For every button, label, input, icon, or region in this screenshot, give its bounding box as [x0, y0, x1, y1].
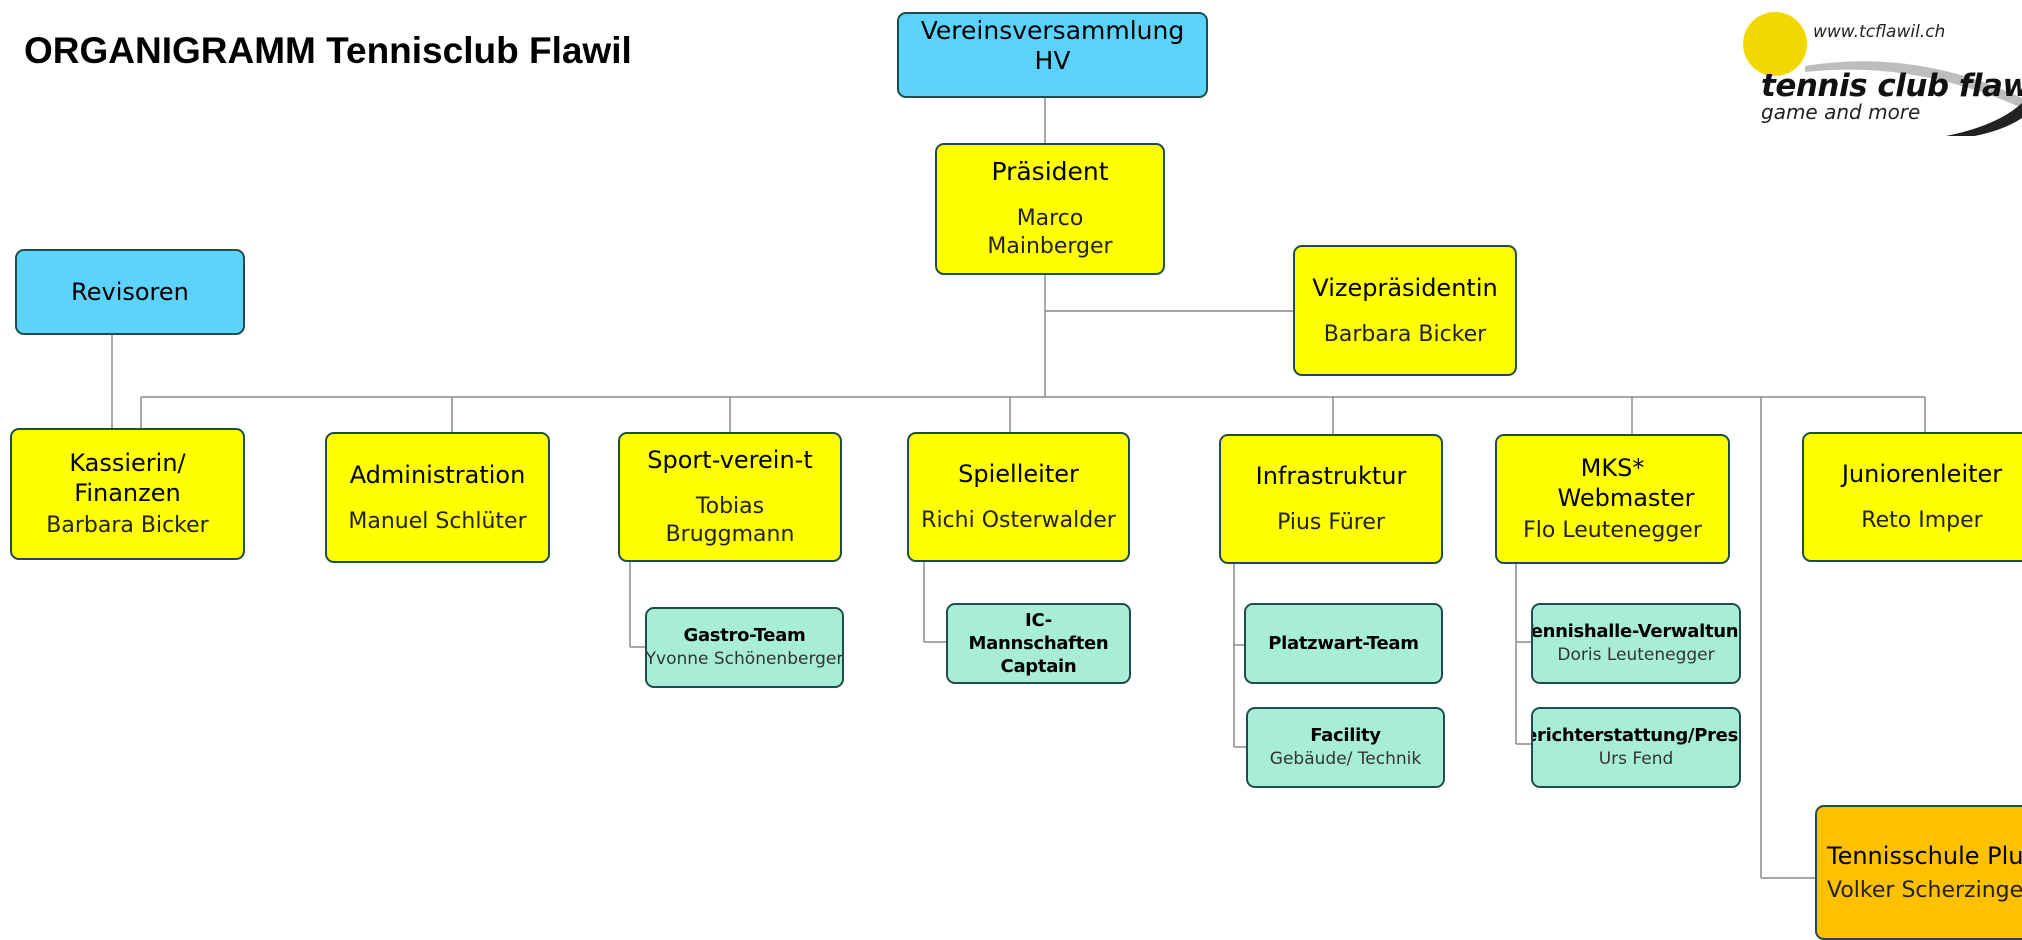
box-title: MKS* Webmaster [1557, 454, 1695, 512]
box-title: Kassierin/ Finanzen [69, 449, 186, 507]
logo-swoosh [1805, 61, 2022, 136]
box-gastro-team: Gastro-Team Yvonne Schönenberger [645, 607, 844, 688]
box-title: Sport-verein-t [647, 446, 813, 474]
box-praesident: Präsident Marco Mainberger [935, 143, 1165, 275]
box-title: Administration [349, 460, 526, 489]
box-title: Tennishalle-Verwaltung [1531, 621, 1741, 642]
box-title: Juniorenleiter [1841, 460, 2003, 488]
box-title: Infrastruktur [1255, 462, 1407, 490]
box-berichterstattung-presse: Berichterstattung/Presse Urs Fend [1531, 707, 1741, 788]
box-title: Berichterstattung/Presse [1533, 725, 1739, 746]
box-person: Volker Scherzinger [1827, 877, 2022, 903]
club-logo: www.tcflawil.ch tennis club flawil game … [1735, 8, 2022, 136]
box-title: Tennisschule Plus [1827, 841, 2022, 870]
box-infrastruktur: Infrastruktur Pius Fürer [1219, 434, 1443, 564]
box-person: Flo Leutenegger [1523, 518, 1702, 543]
box-vereinsversammlung: Vereinsversammlung HV [897, 12, 1208, 98]
box-platzwart-team: Platzwart-Team [1244, 603, 1443, 684]
box-title: Facility [1310, 725, 1381, 746]
box-title: Spielleiter [958, 460, 1079, 488]
box-mks-webmaster: MKS* Webmaster Flo Leutenegger [1495, 434, 1730, 564]
box-revisoren: Revisoren [15, 249, 245, 335]
box-person: Reto Imper [1861, 508, 1983, 533]
box-person: Richi Osterwalder [921, 508, 1116, 533]
box-person: Manuel Schlüter [348, 508, 527, 534]
box-title: IC-Mannschaften Captain [968, 610, 1109, 677]
box-person: Pius Fürer [1277, 510, 1385, 535]
box-juniorenleiter: Juniorenleiter Reto Imper [1802, 432, 2022, 562]
box-person: Urs Fend [1598, 749, 1674, 769]
box-person: Doris Leutenegger [1557, 645, 1715, 665]
box-facility: Facility Gebäude/ Technik [1246, 707, 1445, 788]
box-person: Yvonne Schönenberger [645, 649, 844, 669]
box-person: Barbara Bicker [1323, 321, 1487, 347]
box-administration: Administration Manuel Schlüter [325, 432, 550, 563]
box-title: Platzwart-Team [1268, 633, 1419, 654]
box-sport-verein-t: Sport-verein-t Tobias Bruggmann [618, 432, 842, 562]
box-kassierin: Kassierin/ Finanzen Barbara Bicker [10, 428, 245, 560]
box-title: Präsident [991, 157, 1109, 186]
box-person: Marco Mainberger [987, 206, 1113, 259]
logo-name: tennis club flawil [1761, 68, 2022, 104]
box-person: Barbara Bicker [46, 513, 209, 538]
box-title: Gastro-Team [683, 625, 806, 646]
box-title: Vizepräsidentin [1312, 273, 1498, 302]
logo-tagline: game and more [1761, 100, 1921, 124]
box-title: Vereinsversammlung HV [920, 16, 1185, 75]
box-tennishalle-verwaltung: Tennishalle-Verwaltung Doris Leutenegger [1531, 603, 1741, 684]
box-ic-mannschaften: IC-Mannschaften Captain [946, 603, 1131, 684]
tennis-ball-icon [1743, 12, 1807, 76]
box-tennisschule-plus: Tennisschule Plus Volker Scherzinger [1815, 805, 2022, 940]
box-spielleiter: Spielleiter Richi Osterwalder [907, 432, 1130, 562]
box-person: Gebäude/ Technik [1269, 749, 1422, 769]
box-person: Tobias Bruggmann [665, 494, 795, 547]
page-title: ORGANIGRAMM Tennisclub Flawil [24, 30, 632, 71]
box-vizepraesidentin: Vizepräsidentin Barbara Bicker [1293, 245, 1517, 376]
logo-url: www.tcflawil.ch [1813, 22, 1946, 42]
box-title: Revisoren [71, 278, 189, 306]
